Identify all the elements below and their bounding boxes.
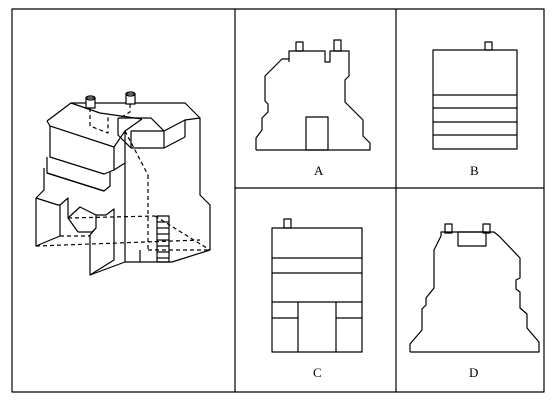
option-a-view [255,39,371,151]
left-wing [35,168,79,247]
option-c-view [271,218,363,353]
isometric-building [35,91,211,276]
roof-ridge [70,102,143,120]
option-a-label: A [314,163,324,178]
base-line [89,261,172,276]
front-band [46,157,111,192]
chimney-right [125,91,136,105]
ladder-rungs [157,221,169,259]
option-d-label: D [469,365,478,380]
option-b-view [432,41,518,150]
middle-recess [67,206,97,233]
left-wing-front [35,197,60,206]
front-face-left [49,126,115,175]
roof-front-edge [46,118,143,148]
right-wall [163,117,211,263]
right-wall-top-edge [163,136,186,149]
option-b-label: B [470,163,479,178]
hidden-lines [35,104,211,251]
option-c-label: C [313,365,322,380]
ladder [156,215,170,263]
right-wing [89,208,115,276]
option-d-view [409,223,540,353]
roof-back-edge [46,102,201,122]
front-band-underline [46,172,105,192]
chimney-left [85,95,96,109]
outer-frame [11,8,545,393]
